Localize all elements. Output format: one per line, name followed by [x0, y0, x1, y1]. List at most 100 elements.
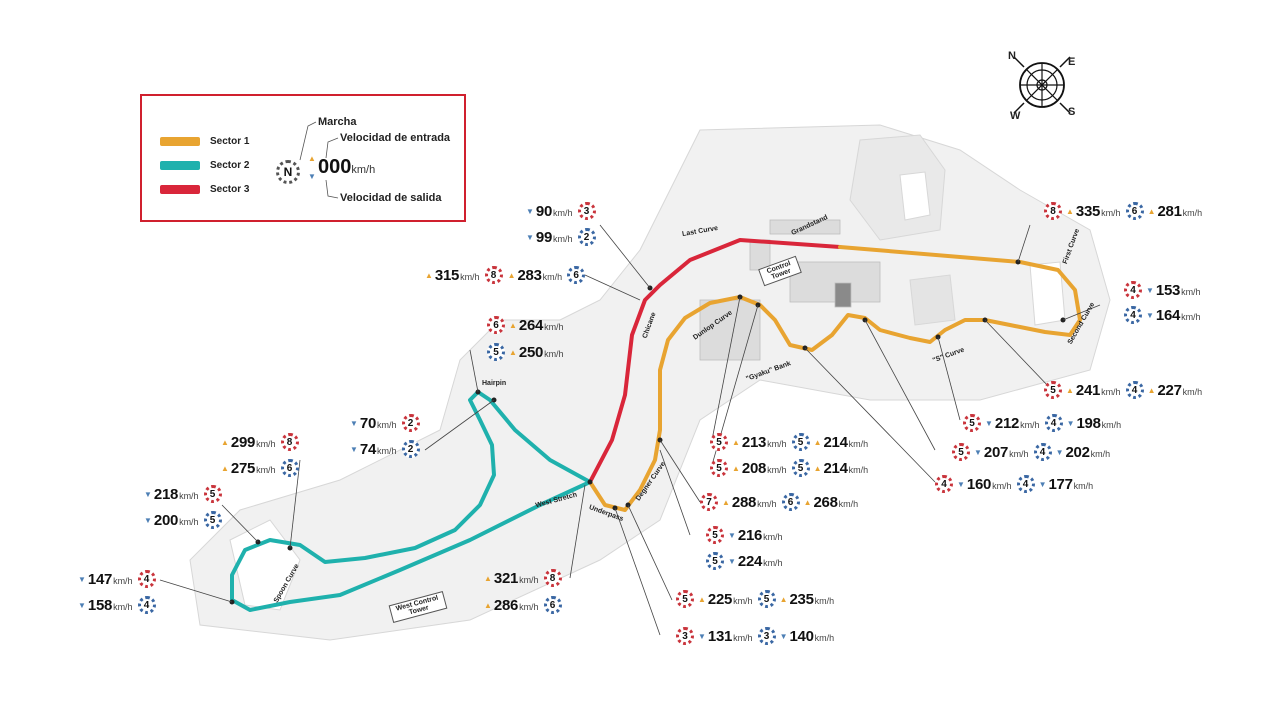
legend-speed-unit: km/h: [351, 164, 376, 176]
gear-icon: 6: [567, 266, 586, 284]
exit-arrow-icon: ▼: [526, 206, 534, 216]
speed-unit: km/h: [838, 499, 859, 509]
speed-unit: km/h: [544, 322, 564, 332]
gear-icon: 5: [203, 511, 222, 529]
exit-arrow-icon: ▼: [144, 515, 152, 525]
speed-unit: km/h: [1101, 420, 1122, 430]
gear-icon: 6: [781, 493, 800, 511]
entry-arrow-icon: ▲: [813, 437, 822, 447]
exit-arrow-icon: ▼: [1038, 479, 1047, 489]
speed-unit: km/h: [848, 439, 869, 449]
gear-icon: 3: [757, 627, 776, 645]
legend-gear-label: Marcha: [318, 116, 357, 128]
exit-arrow-icon: ▼: [78, 600, 86, 610]
speed-value: 235: [789, 590, 814, 608]
compass-e: E: [1068, 56, 1076, 68]
legend: Sector 1 Sector 2 Sector 3 Marcha Veloci…: [140, 94, 466, 222]
speed-value: 198: [1076, 414, 1101, 432]
entry-arrow-icon: ▲: [1147, 206, 1156, 216]
speed-value: 99: [535, 228, 553, 246]
exit-arrow-icon: ▼: [144, 489, 152, 499]
entry-arrow-icon: ▲: [1066, 385, 1074, 395]
speed-unit: km/h: [460, 272, 480, 282]
speed-value: 268: [813, 493, 838, 511]
speed-unit: km/h: [1101, 208, 1121, 218]
speed-unit: km/h: [992, 481, 1012, 491]
sector1-label: Sector 1: [210, 136, 250, 147]
gear-icon: 5: [487, 343, 505, 361]
compass-icon: [1013, 56, 1071, 114]
entry-arrow-icon: ▲: [779, 594, 788, 604]
speed-value: 202: [1065, 443, 1090, 461]
legend-gear-icon: N: [276, 160, 300, 184]
speed-value: 213: [741, 433, 767, 451]
speed-unit: km/h: [763, 558, 783, 568]
speed-unit: km/h: [767, 465, 787, 475]
label-hairpin: Hairpin: [482, 380, 507, 387]
speed-unit: km/h: [256, 439, 276, 449]
gear-icon: 2: [401, 414, 420, 432]
sector1-track: [588, 245, 1082, 512]
gear-icon: 4: [1125, 381, 1144, 399]
exit-arrow-icon: ▼: [350, 444, 358, 454]
speed-unit: km/h: [179, 491, 199, 501]
speed-value: 218: [153, 485, 179, 503]
gear-icon: 4: [1044, 414, 1063, 432]
speed-value: 241: [1075, 381, 1101, 399]
speed-unit: km/h: [814, 596, 835, 606]
gear-icon: 5: [791, 433, 810, 451]
gear-icon: 2: [577, 228, 596, 246]
speed-value: 275: [230, 459, 256, 477]
gear-icon: 4: [935, 475, 953, 493]
sector2-swatch: [160, 161, 200, 170]
legend-sector3: Sector 3: [160, 184, 249, 195]
speed-value: 299: [230, 433, 256, 451]
exit-arrow-icon: ▼: [1146, 285, 1154, 295]
speed-value: 177: [1048, 475, 1073, 493]
entry-arrow-icon: ▲: [1066, 206, 1074, 216]
gear-icon: 5: [706, 552, 724, 570]
gear-icon: 5: [791, 459, 810, 477]
speed-unit: km/h: [1101, 387, 1121, 397]
gear-icon: 6: [1125, 202, 1144, 220]
exit-arrow-icon: ▼: [698, 631, 706, 641]
compass-w: W: [1010, 110, 1021, 122]
compass-n: N: [1008, 50, 1016, 62]
gear-icon: 5: [1044, 381, 1062, 399]
sector1-swatch: [160, 137, 200, 146]
speed-value: 153: [1155, 281, 1181, 299]
leader-lines: [159, 224, 1101, 636]
exit-arrow-icon: ▼: [779, 631, 788, 641]
speed-unit: km/h: [1181, 287, 1201, 297]
exit-arrow-icon: ▼: [1146, 310, 1154, 320]
speed-unit: km/h: [757, 499, 777, 509]
sector3-swatch: [160, 185, 200, 194]
exit-arrow-icon: ▼: [350, 418, 358, 428]
speed-value: 147: [87, 570, 113, 588]
speed-unit: km/h: [544, 349, 564, 359]
entry-arrow-icon: ▲: [732, 463, 740, 473]
gear-icon: 2: [401, 440, 420, 458]
speed-value: 288: [731, 493, 757, 511]
exit-arrow-icon: ▼: [1066, 418, 1075, 428]
gear-icon: 5: [710, 459, 728, 477]
speed-value: 281: [1157, 202, 1182, 220]
speed-value: 335: [1075, 202, 1101, 220]
speed-unit: km/h: [256, 465, 276, 475]
exit-arrow-icon: ▼: [974, 447, 982, 457]
